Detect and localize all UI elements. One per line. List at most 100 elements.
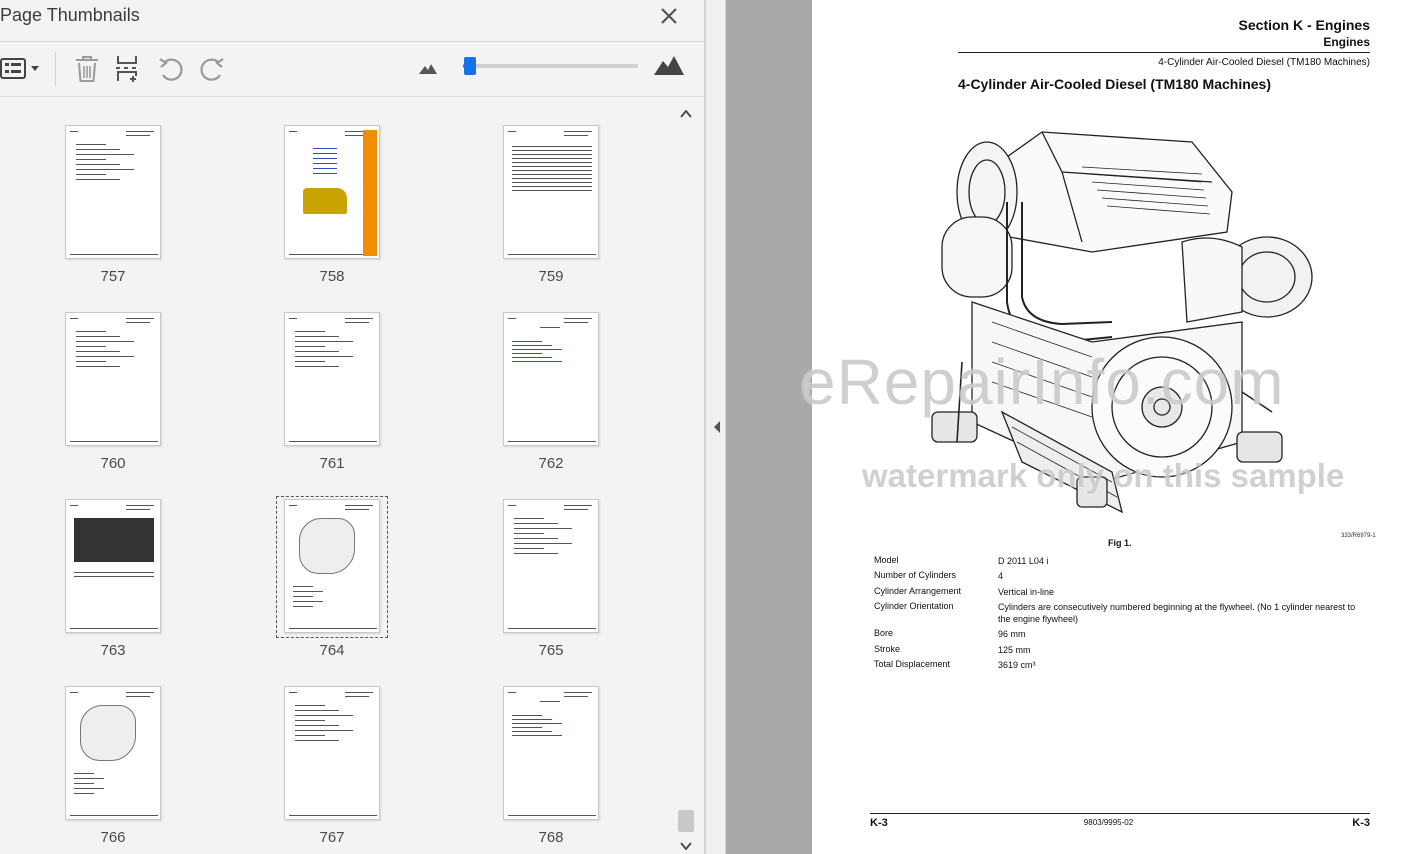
scroll-down-icon[interactable] — [679, 839, 693, 853]
page-thumbnail[interactable]: 757 — [52, 123, 202, 303]
delete-icon[interactable] — [74, 54, 100, 84]
page-thumbnail[interactable]: 761 — [271, 310, 421, 490]
toolbar-separator — [55, 52, 56, 86]
thumbnail-line — [514, 528, 572, 529]
thumbnail-line — [508, 815, 596, 816]
spec-value: 3619 cm³ — [998, 660, 1036, 670]
thumbnail-line — [512, 349, 562, 350]
thumbnail-line — [512, 341, 542, 342]
thumbnail-scrollbar[interactable] — [676, 97, 696, 854]
thumbnail-page-number: 757 — [100, 268, 126, 285]
thumbnail-line — [126, 509, 150, 510]
thumbnail-line — [70, 815, 158, 816]
thumbnail-line — [345, 505, 373, 506]
page-thumbnail[interactable]: 758 — [271, 123, 421, 303]
page-thumbnail[interactable]: 763 — [52, 497, 202, 677]
page-thumbnail[interactable]: 768 — [490, 684, 640, 854]
thumbnail-line — [512, 186, 592, 187]
spec-label: Stroke — [874, 644, 901, 654]
thumbnail-line — [295, 356, 353, 357]
spec-value: 4 — [998, 571, 1004, 581]
close-icon[interactable] — [656, 3, 682, 29]
section-heading: Section K - Engines — [1238, 17, 1370, 33]
header-rule — [958, 52, 1370, 53]
thumbnail-page-preview — [503, 499, 599, 633]
panel-title: Page Thumbnails — [0, 5, 140, 25]
thumbnail-line — [126, 131, 154, 132]
thumbnail-line — [514, 538, 558, 539]
thumbnail-line — [512, 178, 592, 179]
thumbnail-line — [508, 131, 516, 132]
spec-label: Number of Cylinders — [874, 570, 957, 580]
thumbnail-line — [564, 322, 588, 323]
thumbnail-line — [295, 705, 325, 706]
thumbnail-line — [295, 740, 339, 741]
thumbnail-line — [345, 509, 369, 510]
thumbnail-cover-band — [363, 130, 377, 256]
thumbnail-line — [313, 158, 337, 159]
thumbnail-line — [293, 586, 313, 587]
thumbnail-line — [512, 731, 552, 732]
scrollbar-thumb[interactable] — [678, 810, 694, 832]
footer-rule — [870, 813, 1370, 814]
thumbnail-line — [514, 548, 544, 549]
footer-doc-number: 9803/9995-02 — [1083, 818, 1134, 827]
thumbnail-line — [345, 318, 373, 319]
thumbnail-line — [345, 696, 369, 697]
thumbnail-line — [74, 572, 154, 573]
zoom-in-mountain-icon[interactable] — [653, 54, 685, 76]
spec-value: 125 mm — [998, 645, 1031, 655]
thumbnail-page-number: 766 — [100, 829, 126, 846]
panel-splitter[interactable] — [705, 0, 726, 854]
thumbnail-line — [76, 366, 120, 367]
spec-value: D 2011 L04 i — [998, 556, 1049, 566]
page-thumbnail[interactable]: 764 — [271, 496, 421, 677]
document-page: Section K - Engines Engines 4-Cylinder A… — [812, 0, 1405, 854]
page-thumbnail[interactable]: 767 — [271, 684, 421, 854]
thumbnail-line — [295, 361, 325, 362]
thumbnail-page-number: 767 — [319, 829, 345, 846]
collapse-panel-icon[interactable] — [712, 419, 722, 435]
thumbnail-line — [289, 254, 377, 255]
thumbnail-page-number: 768 — [538, 829, 564, 846]
footer-page-left: K-3 — [870, 817, 888, 829]
page-subheader: 4-Cylinder Air-Cooled Diesel (TM180 Mach… — [1158, 57, 1370, 68]
thumbnail-zoom-slider[interactable] — [463, 57, 638, 75]
thumbnail-page-number: 759 — [538, 268, 564, 285]
page-thumbnail[interactable]: 759 — [490, 123, 640, 303]
rotate-left-icon[interactable] — [157, 55, 185, 83]
insert-page-icon[interactable] — [114, 54, 142, 84]
page-title: 4-Cylinder Air-Cooled Diesel (TM180 Mach… — [958, 76, 1271, 92]
spec-label: Cylinder Orientation — [874, 601, 954, 611]
thumbnail-line — [295, 715, 353, 716]
document-gutter — [726, 0, 812, 854]
page-thumbnail[interactable]: 765 — [490, 497, 640, 677]
page-thumbnail[interactable]: 766 — [52, 684, 202, 854]
thumbnail-line — [76, 351, 120, 352]
page-thumbnail[interactable]: 760 — [52, 310, 202, 490]
thumbnail-line — [512, 719, 552, 720]
scroll-up-icon[interactable] — [679, 107, 693, 121]
rotate-right-icon[interactable] — [198, 55, 226, 83]
thumbnail-line — [289, 131, 297, 132]
figure-code: 333/R6979-1 — [1341, 533, 1376, 539]
zoom-out-mountain-icon[interactable] — [418, 61, 438, 75]
thumbnail-line — [76, 336, 120, 337]
thumbnail-toolbar — [0, 42, 705, 97]
thumbnail-line — [70, 254, 158, 255]
thumbnail-line — [512, 150, 592, 151]
thumbnail-line — [76, 361, 106, 362]
thumbnail-line — [74, 773, 94, 774]
thumbnail-line — [126, 692, 154, 693]
footer-page-right: K-3 — [1352, 817, 1370, 829]
thumbnail-line — [512, 735, 562, 736]
thumbnail-line — [512, 182, 592, 183]
thumbnail-line — [512, 190, 592, 191]
thumbnail-page-preview — [503, 312, 599, 446]
slider-handle[interactable] — [464, 57, 476, 75]
options-menu-icon[interactable] — [0, 56, 44, 82]
page-thumbnail[interactable]: 762 — [490, 310, 640, 490]
thumbnail-page-preview — [284, 499, 380, 633]
thumbnail-line — [293, 606, 313, 607]
thumbnail-line — [293, 601, 323, 602]
